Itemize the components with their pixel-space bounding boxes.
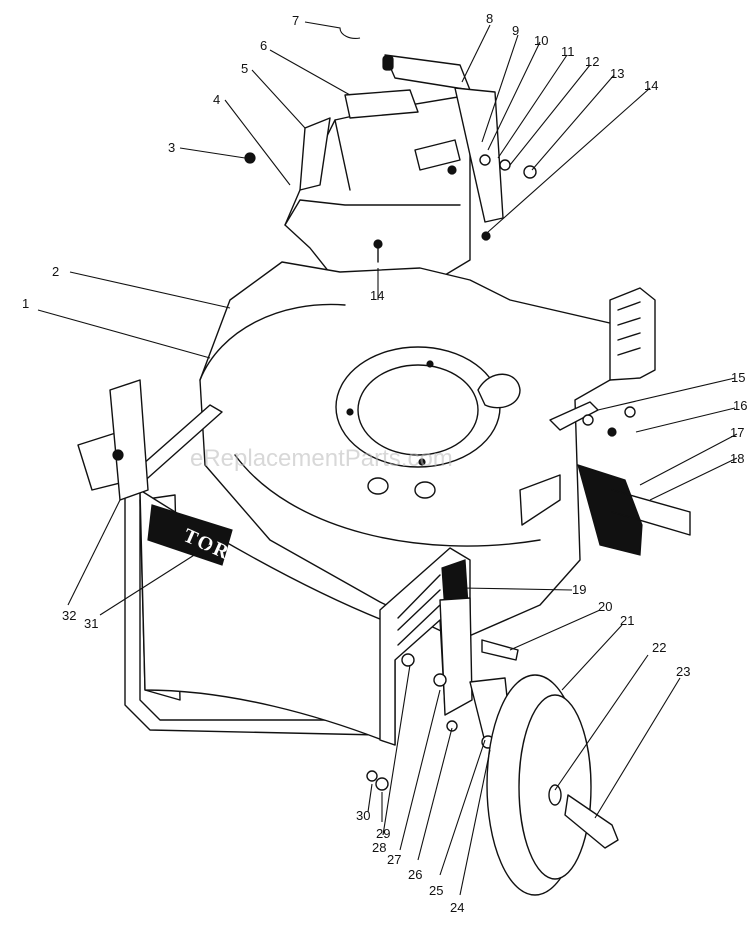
- callout-29: 29: [376, 826, 390, 841]
- callout-9: 9: [512, 23, 519, 38]
- leader-lines: [37, 21, 738, 896]
- callout-15: 15: [731, 370, 745, 385]
- callout-18: 18: [730, 451, 744, 466]
- callout-3: 3: [168, 140, 175, 155]
- callout-22: 22: [652, 640, 666, 655]
- callout-11: 11: [561, 44, 575, 59]
- front-wheel: [486, 674, 619, 896]
- rear-height-adjuster: [549, 287, 691, 556]
- callout-23: 23: [676, 664, 690, 679]
- callout-labels: 1 2 3 4 5 6 7 8 9 10 11 12 13 14 14 15 1…: [22, 11, 747, 915]
- callout-32: 32: [62, 608, 76, 623]
- front-height-adjuster-right: [366, 547, 619, 896]
- callout-19: 19: [572, 582, 586, 597]
- callout-6: 6: [260, 38, 267, 53]
- callout-12: 12: [585, 54, 599, 69]
- callout-14b: 14: [370, 288, 384, 303]
- front-height-adjuster-left: [77, 379, 149, 501]
- callout-2: 2: [52, 264, 59, 279]
- callout-1: 1: [22, 296, 29, 311]
- callout-10: 10: [534, 33, 548, 48]
- front-bumper-left: [124, 404, 381, 736]
- callout-13: 13: [610, 66, 624, 81]
- callout-24: 24: [450, 900, 464, 915]
- callout-30: 30: [356, 808, 370, 823]
- callout-14a: 14: [644, 78, 658, 93]
- callout-27: 27: [387, 852, 401, 867]
- callout-4: 4: [213, 92, 220, 107]
- callout-26: 26: [408, 867, 422, 882]
- callout-21: 21: [620, 613, 634, 628]
- chute-flap: [299, 117, 331, 191]
- callout-8: 8: [486, 11, 493, 26]
- discharge-chute: [284, 94, 471, 331]
- callout-7: 7: [292, 13, 299, 28]
- wheel-17: [577, 464, 643, 556]
- callout-25: 25: [429, 883, 443, 898]
- callout-5: 5: [241, 61, 248, 76]
- callout-20: 20: [598, 599, 612, 614]
- handle-clip: [344, 89, 419, 119]
- handle-bracket-upper: [244, 54, 537, 299]
- watermark: eReplacementParts.com: [190, 445, 453, 472]
- callout-31: 31: [84, 616, 98, 631]
- callout-17: 17: [730, 425, 744, 440]
- callout-16: 16: [733, 398, 747, 413]
- wheel-bolt: [564, 794, 619, 849]
- callout-28: 28: [372, 840, 386, 855]
- mower-deck: TORO: [124, 261, 651, 746]
